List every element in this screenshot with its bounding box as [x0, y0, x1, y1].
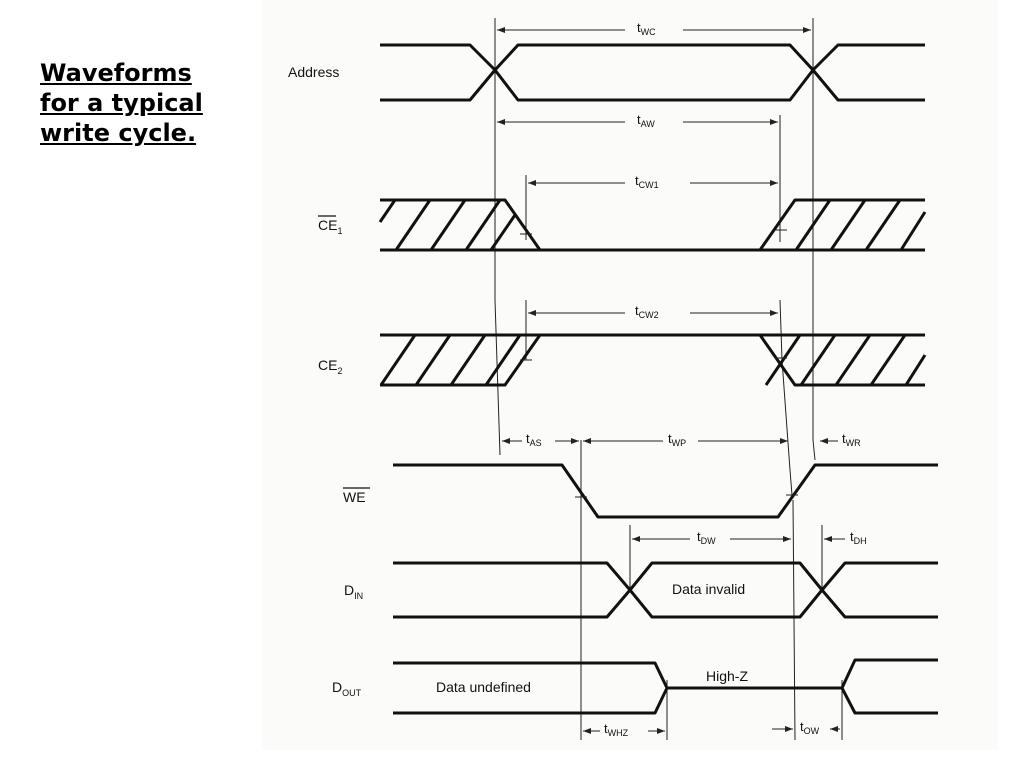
label-tow: tOW	[800, 719, 820, 736]
label-twr: tWR	[842, 431, 861, 448]
label-tcw1: tCW1	[635, 173, 659, 190]
arrow-twc: tWC	[497, 20, 811, 37]
arrow-tcw1: tCW1	[528, 173, 778, 190]
arrow-tdw: tDW	[632, 529, 791, 546]
ce2-hatch-right	[764, 334, 927, 386]
label-din: DIN	[344, 582, 363, 601]
din-waveform	[393, 561, 938, 619]
ref-line-tas-start	[494, 80, 501, 456]
slide-title: Waveforms for a typical write cycle.	[40, 58, 230, 148]
diagram-panel	[262, 0, 998, 750]
arrow-tcw2: tCW2	[528, 303, 778, 320]
arrow-twhz: tWHZ	[583, 721, 665, 738]
label-dout: DOUT	[332, 679, 362, 698]
waveform-annotations: Data invalid Data undefined High-Z	[436, 581, 748, 695]
arrow-twp: tWP	[583, 431, 788, 448]
label-tdw: tDW	[697, 529, 716, 546]
ref-line-twr-end	[812, 80, 816, 461]
arrow-twr: tWR	[820, 431, 861, 448]
arrow-tas: tAS	[502, 431, 579, 448]
label-ce1: CE1	[318, 217, 342, 236]
label-twp: tWP	[668, 431, 686, 448]
arrow-taw: tAW	[497, 112, 778, 129]
signal-labels: Address CE1 CE2 WE DIN DOUT	[288, 64, 370, 698]
crossing-ticks	[520, 229, 798, 498]
slide-title-line-1: Waveforms	[40, 59, 192, 87]
ce1-waveform	[378, 198, 927, 252]
arrow-tow: tOW	[772, 719, 840, 736]
slide-title-line-2: for a typical	[40, 89, 203, 117]
ref-line-we-rise	[792, 499, 796, 741]
label-tas: tAS	[526, 431, 542, 448]
ce1-hatch-right	[794, 199, 927, 251]
label-twhz: tWHZ	[604, 721, 629, 738]
text-high-z: High-Z	[706, 668, 748, 684]
label-we: WE	[343, 489, 366, 505]
label-twc: tWC	[637, 20, 656, 37]
ref-line-we-end	[779, 299, 793, 496]
text-data-undefined: Data undefined	[436, 679, 531, 695]
label-tdh: tDH	[850, 529, 867, 546]
ce2-waveform	[379, 333, 927, 387]
timing-arrows: tWC tAW tCW1 tCW2 tAS	[497, 20, 867, 738]
slide-title-line-3: write cycle.	[40, 119, 197, 147]
we-waveform	[393, 463, 938, 519]
label-ce2: CE2	[318, 357, 342, 376]
label-taw: tAW	[637, 112, 655, 129]
dout-waveform	[393, 658, 938, 715]
address-waveform	[380, 43, 925, 102]
ce1-hatch-left	[378, 199, 517, 251]
arrow-tdh: tDH	[824, 529, 867, 546]
label-address: Address	[288, 64, 339, 80]
label-tcw2: tCW2	[635, 303, 659, 320]
ce2-hatch-left	[379, 334, 522, 386]
text-data-invalid: Data invalid	[672, 581, 745, 597]
